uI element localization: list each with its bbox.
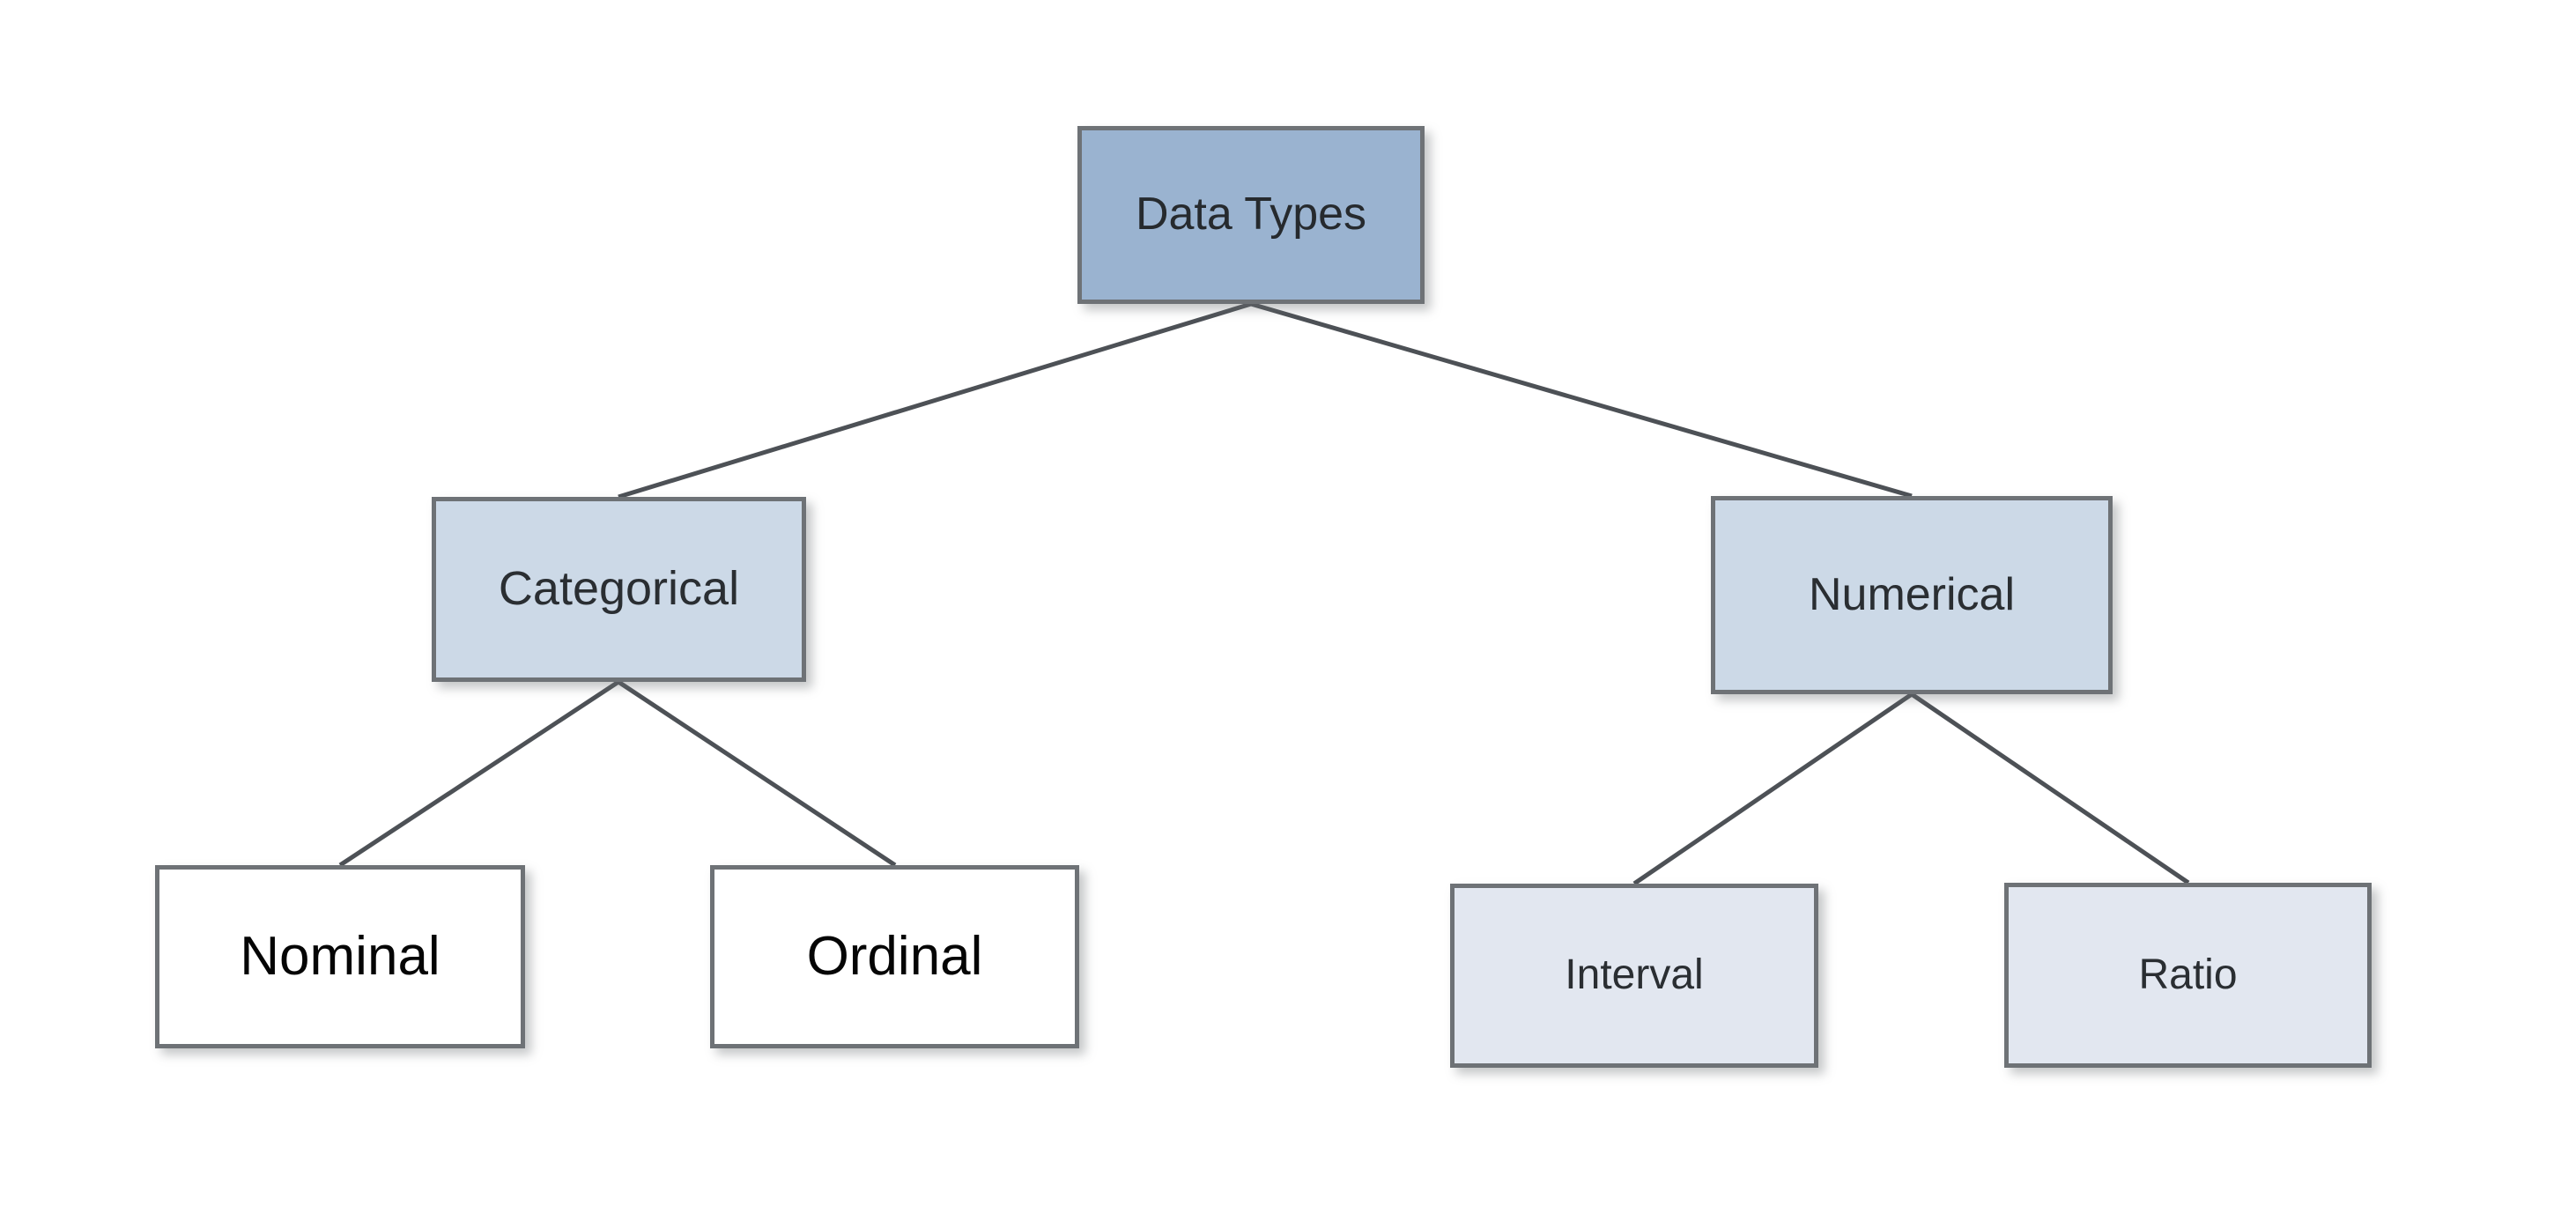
node-data-types-label: Data Types	[1135, 189, 1367, 241]
node-ordinal[interactable]: Ordinal	[710, 865, 1079, 1048]
edge-data-types-to-categorical	[618, 301, 1252, 500]
node-numerical[interactable]: Numerical	[1711, 496, 2113, 694]
node-categorical-label: Categorical	[498, 562, 740, 616]
node-data-types[interactable]: Data Types	[1077, 126, 1425, 304]
node-ordinal-label: Ordinal	[806, 925, 983, 987]
edge-data-types-to-numerical	[1250, 301, 1913, 499]
node-categorical[interactable]: Categorical	[432, 497, 806, 682]
edge-categorical-to-nominal	[338, 679, 620, 868]
node-nominal-label: Nominal	[240, 925, 440, 987]
node-nominal[interactable]: Nominal	[155, 865, 525, 1048]
node-ratio-label: Ratio	[2138, 951, 2238, 998]
node-ratio[interactable]: Ratio	[2004, 883, 2372, 1068]
edge-numerical-to-interval	[1632, 692, 1913, 886]
node-interval-label: Interval	[1565, 951, 1704, 999]
node-numerical-label: Numerical	[1808, 568, 2016, 620]
edge-numerical-to-ratio	[1910, 692, 2190, 885]
node-interval[interactable]: Interval	[1450, 884, 1818, 1068]
edge-categorical-to-ordinal	[617, 679, 897, 868]
